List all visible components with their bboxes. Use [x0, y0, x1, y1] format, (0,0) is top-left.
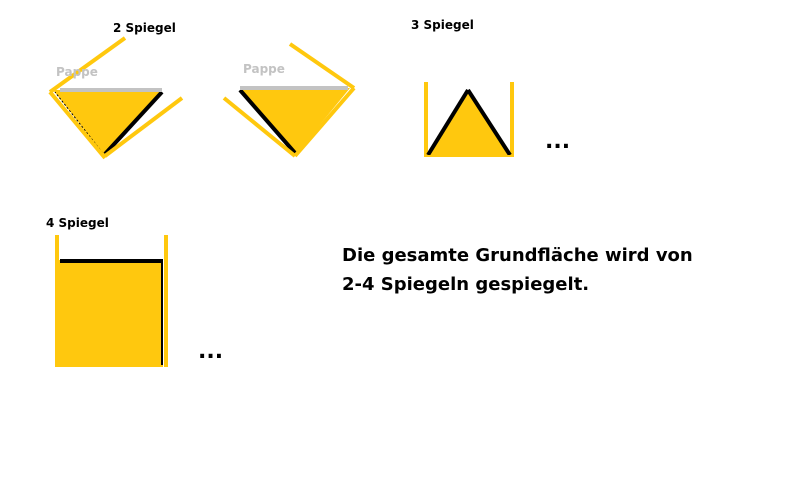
caption: Die gesamte Grundfläche wird von 2-4 Spi… — [342, 245, 693, 295]
three-mirror-config: 3 Spiegel ... — [411, 18, 570, 157]
mirror-right — [103, 90, 164, 156]
floor-area-fill — [240, 88, 350, 155]
three-mirrors-label: 3 Spiegel — [411, 18, 474, 32]
reflection-ray-right — [103, 96, 184, 158]
cardboard-label: Pappe — [56, 65, 98, 79]
floor-area-fill — [56, 260, 163, 367]
caption-line-1: Die gesamte Grundfläche wird von — [342, 245, 693, 266]
continuation-ellipsis: ... — [198, 339, 223, 364]
cardboard-label: Pappe — [243, 62, 285, 76]
two-mirror-config-b: Pappe — [222, 42, 356, 158]
floor-area-fill — [53, 90, 162, 156]
caption-line-2: 2-4 Spiegeln gespiegelt. — [342, 274, 589, 295]
reflection-ray-right — [293, 86, 356, 158]
mirror-right — [466, 88, 512, 157]
four-mirrors-label: 4 Spiegel — [46, 216, 109, 230]
reflection-ray-left — [222, 96, 297, 158]
two-mirrors-label: 2 Spiegel — [113, 21, 176, 35]
two-mirror-config-a: Pappe 2 Spiegel — [48, 21, 184, 160]
continuation-ellipsis: ... — [545, 129, 570, 154]
mirror-left — [426, 88, 470, 157]
reflection-ray-top — [288, 42, 356, 90]
reflection-ray-left — [48, 90, 107, 160]
mirror-left — [238, 88, 297, 155]
reflection-ray-top — [48, 36, 127, 94]
floor-area-fill — [428, 90, 510, 155]
four-mirror-config: 4 Spiegel ... — [46, 216, 223, 367]
